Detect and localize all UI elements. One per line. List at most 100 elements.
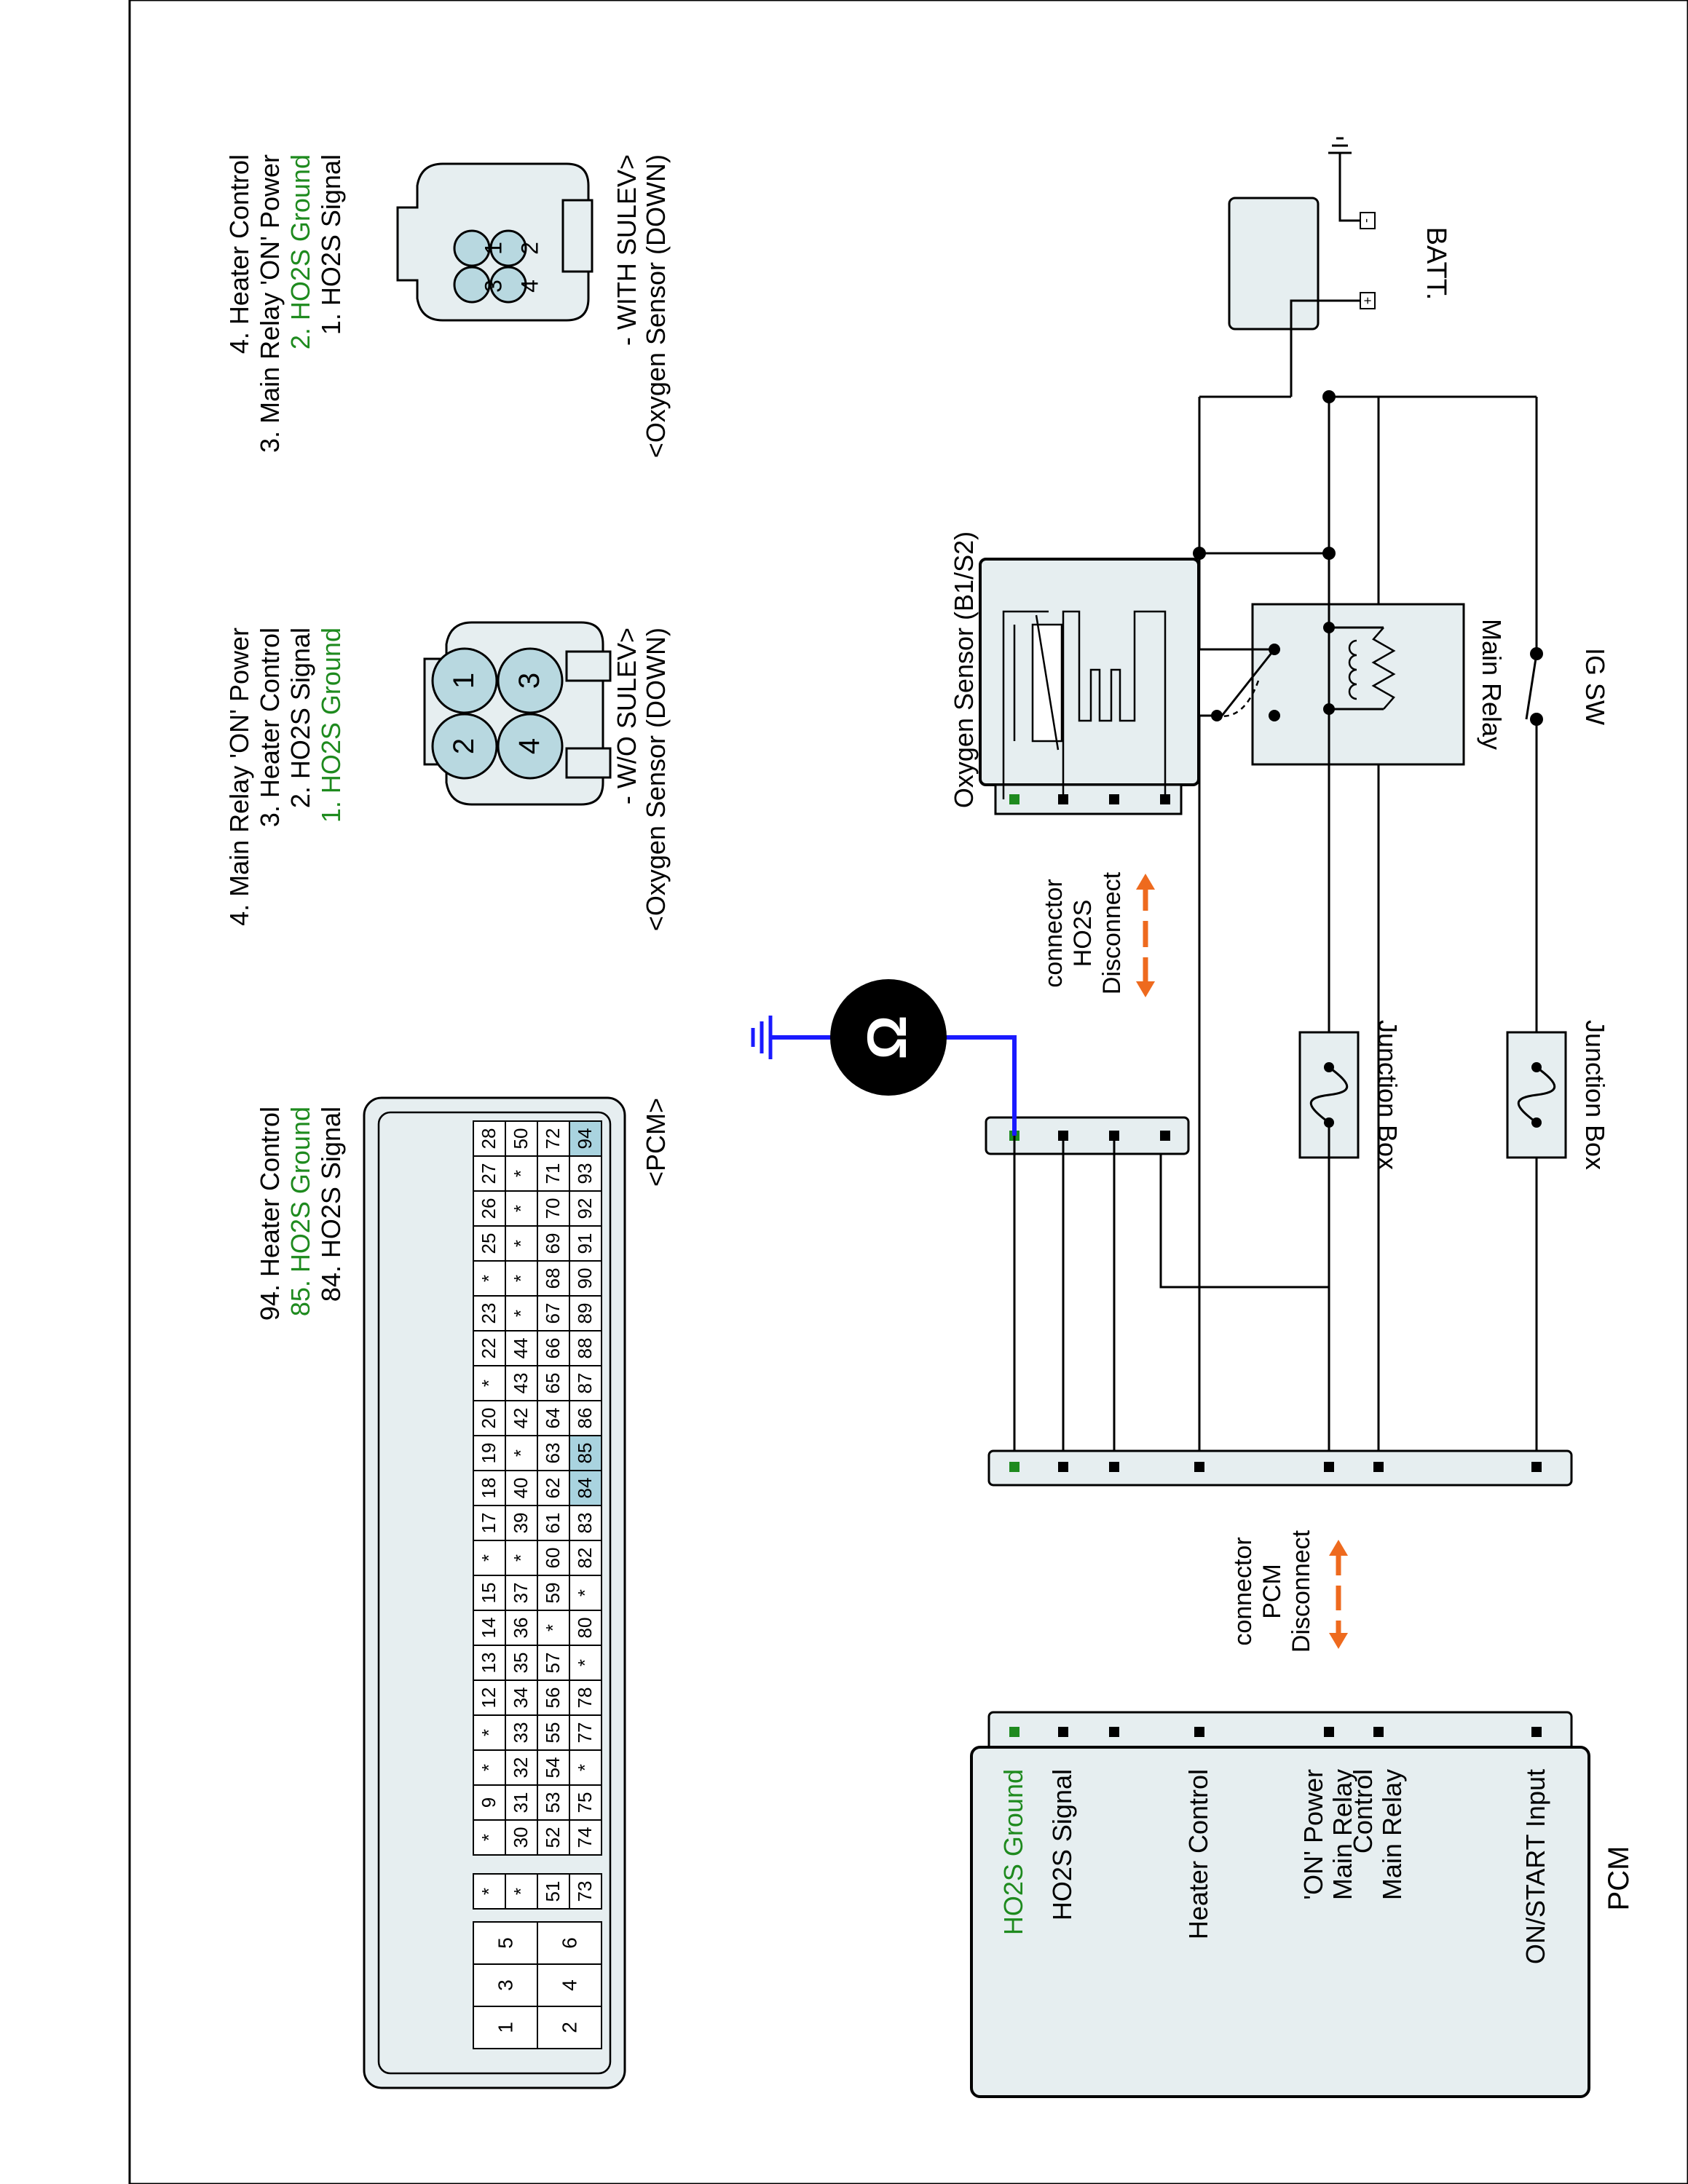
pcm-conn-legend: 85. HO2S Ground bbox=[285, 1107, 315, 1316]
pcm-pin-number: * bbox=[478, 1764, 500, 1771]
pcm-pin-number: 17 bbox=[478, 1513, 500, 1534]
pcm-pin-number: 85 bbox=[574, 1443, 596, 1464]
pcm-pin-number: 14 bbox=[478, 1618, 500, 1639]
with-sulev-legend: 2. HO2S Ground bbox=[285, 154, 315, 349]
pcm-pin-number: * bbox=[510, 1205, 532, 1212]
pcm-pin-label-1-0: Main Relay bbox=[1377, 1769, 1407, 1900]
pcm-pin-number: 75 bbox=[574, 1792, 596, 1813]
battery: - + BATT. bbox=[1228, 197, 1451, 331]
pcm-pin-number: 82 bbox=[574, 1548, 596, 1569]
pcm-small-pin-number: 4 bbox=[559, 1979, 581, 1991]
pcm-pin-number: 73 bbox=[574, 1881, 596, 1902]
pcm-pin-number: 59 bbox=[542, 1583, 564, 1604]
pcm-small-pin-number: 1 bbox=[494, 2022, 517, 2033]
oxygen-sensor-label: Oxygen Sensor (B1/S2) bbox=[949, 531, 979, 808]
pcm-pin-number: 87 bbox=[574, 1373, 596, 1394]
pcm-pin-grid: 94939291908988878685848382*80*7877*75747… bbox=[473, 1120, 602, 2049]
pcm-title: PCM bbox=[1603, 1846, 1635, 1911]
wo-sulev-pin-label: 4 bbox=[513, 738, 545, 754]
disconnect-pcm-line2: PCM bbox=[1258, 1564, 1286, 1619]
pcm-pin-number: 36 bbox=[510, 1618, 532, 1639]
pcm-pin-number: 91 bbox=[574, 1233, 596, 1254]
pcm-pin-number: 32 bbox=[510, 1757, 532, 1779]
ohm-meter: Ω bbox=[751, 979, 1017, 1136]
with-sulev-title: <Oxygen Sensor (DOWN) bbox=[641, 154, 671, 458]
pcm-pin-number: * bbox=[478, 1888, 500, 1895]
pcm-pin-number: 20 bbox=[478, 1408, 500, 1429]
pcm-pin-number: 40 bbox=[510, 1478, 532, 1499]
wo-sulev-legend: 3. Heater Control bbox=[255, 628, 285, 827]
pcm-pin-number: 15 bbox=[478, 1583, 500, 1604]
pcm-pin-number: 44 bbox=[510, 1338, 532, 1359]
pcm-pin-number: 77 bbox=[574, 1722, 596, 1744]
pcm-pin-number: 31 bbox=[510, 1792, 532, 1813]
pcm-pin-number: 72 bbox=[542, 1128, 564, 1150]
with-sulev-pin-label: 1 bbox=[480, 242, 506, 255]
pcm-pin-number: 25 bbox=[478, 1233, 500, 1254]
pcm-pin-number: 64 bbox=[542, 1408, 564, 1429]
pcm-pin-number: 88 bbox=[574, 1338, 596, 1359]
junction-box-1: Junction Box bbox=[1506, 1020, 1610, 1170]
disconnect-ho2s-line3: connector bbox=[1040, 879, 1068, 987]
connector-wo-sulev bbox=[423, 621, 612, 806]
pcm-pin-number: 74 bbox=[574, 1827, 596, 1848]
connector-with-sulev bbox=[396, 162, 593, 322]
pcm-pin-number: * bbox=[478, 1834, 500, 1841]
pcm-pin-number: 53 bbox=[542, 1792, 564, 1813]
pcm-pin-number: 63 bbox=[542, 1443, 564, 1464]
battery-minus: - bbox=[1360, 218, 1375, 223]
pcm-pin-number: * bbox=[510, 1275, 532, 1282]
pcm-pin-number: 90 bbox=[574, 1268, 596, 1289]
wo-sulev-title: <Oxygen Sensor (DOWN) bbox=[641, 628, 671, 931]
wo-sulev-legend: 4. Main Relay 'ON' Power bbox=[224, 628, 254, 926]
power-wires bbox=[1290, 299, 1380, 1467]
pcm-conn-legend: 84. HO2S Signal bbox=[316, 1107, 346, 1302]
pcm-pin-number: 83 bbox=[574, 1513, 596, 1534]
pcm-pin-number: 18 bbox=[478, 1478, 500, 1499]
pcm-pin-label-4-0: HO2S Signal bbox=[1047, 1769, 1077, 1920]
disconnect-pcm-arrow bbox=[1329, 1540, 1348, 1649]
pcm-pin-number: 9 bbox=[478, 1797, 500, 1808]
ig-sw: IG SW bbox=[1525, 397, 1610, 1467]
junction-box-2: Junction Box bbox=[1298, 1020, 1403, 1170]
with-sulev-pin bbox=[489, 266, 527, 304]
jb1-label: Junction Box bbox=[1580, 1020, 1610, 1170]
wo-sulev-pin bbox=[431, 713, 498, 780]
wo-sulev-pin bbox=[497, 647, 564, 714]
pcm-pin-number: 69 bbox=[542, 1233, 564, 1254]
pcm-pin-cell bbox=[473, 1873, 506, 1910]
with-sulev-pin bbox=[453, 266, 491, 304]
pcm-small-pin-number: 3 bbox=[494, 1979, 517, 1991]
with-sulev-pin-label: 2 bbox=[516, 242, 543, 255]
pcm-pin-number: * bbox=[478, 1380, 500, 1387]
with-sulev-pin bbox=[453, 229, 491, 267]
pcm-small-pin-number: 5 bbox=[494, 1937, 517, 1949]
pcm-pin-number: 12 bbox=[478, 1688, 500, 1709]
pcm-pin-number: 65 bbox=[542, 1373, 564, 1394]
ig-sw-label: IG SW bbox=[1580, 648, 1610, 725]
wo-sulev-pin-label: 3 bbox=[513, 673, 545, 689]
with-sulev-legend: 3. Main Relay 'ON' Power bbox=[255, 154, 285, 453]
with-sulev-pin-label: 3 bbox=[480, 280, 506, 293]
pcm-pin-number: * bbox=[510, 1240, 532, 1247]
pcm-pin-number: 60 bbox=[542, 1548, 564, 1569]
pcm-pin-number: 42 bbox=[510, 1408, 532, 1429]
pcm-pin-number: 19 bbox=[478, 1443, 500, 1464]
pcm-pin-number: 57 bbox=[542, 1653, 564, 1674]
pcm-conn-legend: 94. Heater Control bbox=[255, 1107, 285, 1321]
pcm-pin-number: * bbox=[510, 1449, 532, 1457]
battery-node bbox=[1322, 390, 1336, 403]
pcm-pin-number: 61 bbox=[542, 1513, 564, 1534]
pcm-pin-number: 93 bbox=[574, 1163, 596, 1184]
pcm-pin-number: 13 bbox=[478, 1653, 500, 1674]
pcm-pin-number: * bbox=[574, 1659, 596, 1666]
pcm-pin-number: 43 bbox=[510, 1373, 532, 1394]
pcm-pin-cell bbox=[473, 1819, 506, 1856]
pcm-pin-number: 86 bbox=[574, 1408, 596, 1429]
wo-sulev-pin bbox=[431, 647, 498, 714]
pcm-pin-number: 50 bbox=[510, 1128, 532, 1150]
pcm-pin-number: 80 bbox=[574, 1618, 596, 1639]
pcm-pin-number: 35 bbox=[510, 1653, 532, 1674]
battery-ground-symbol bbox=[1328, 137, 1360, 222]
